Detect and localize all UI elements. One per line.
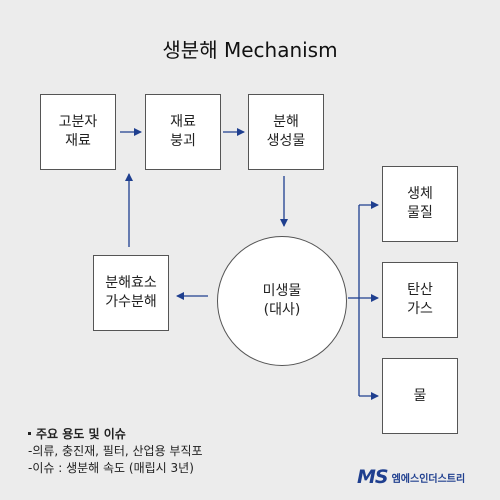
notes-line-uses: -의류, 충진재, 필터, 산업용 부직포 (28, 444, 203, 458)
logo-text: 엠에스인더스트리 (391, 473, 466, 485)
notes-heading: 주요 용도 및 이슈 (36, 427, 126, 441)
box-biomass: 생체 물질 (382, 166, 458, 242)
company-logo: MS 엠에스인더스트리 (357, 466, 465, 488)
box-degradation-product: 분해 생성물 (248, 94, 324, 170)
notes-line-issue: -이슈 : 생분해 속도 (매립시 3년) (28, 461, 194, 475)
box-carbon-dioxide: 탄산 가스 (382, 262, 458, 338)
circle-microbe-metabolism: 미생물 (대사) (217, 236, 347, 366)
bullet-icon (28, 431, 31, 435)
notes-heading-row: 주요 용도 및 이슈 (28, 426, 203, 443)
box-water: 물 (382, 358, 458, 434)
box-enzyme-hydrolysis: 분해효소 가수분해 (93, 255, 169, 331)
box-material-collapse: 재료 붕괴 (145, 94, 221, 170)
notes-section: 주요 용도 및 이슈 -의류, 충진재, 필터, 산업용 부직포 -이슈 : 생… (28, 426, 203, 477)
box-polymer-material: 고분자 재료 (40, 94, 116, 170)
page-title: 생분해 Mechanism (162, 38, 338, 62)
logo-mark: MS (357, 466, 389, 488)
